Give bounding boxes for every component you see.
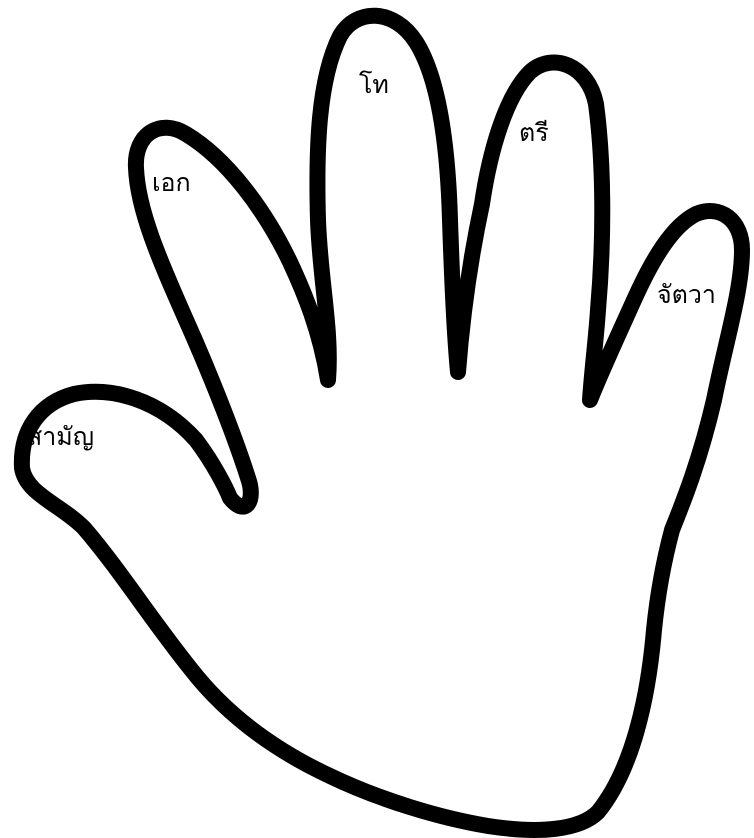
hand-outline [22, 16, 742, 830]
middle-finger-label: โท [359, 72, 389, 97]
thumb-label: สามัญ [27, 424, 94, 449]
ring-finger-label: ตรี [519, 120, 549, 145]
little-finger-label: จัตวา [657, 282, 716, 307]
index-finger-label: เอก [152, 170, 191, 195]
